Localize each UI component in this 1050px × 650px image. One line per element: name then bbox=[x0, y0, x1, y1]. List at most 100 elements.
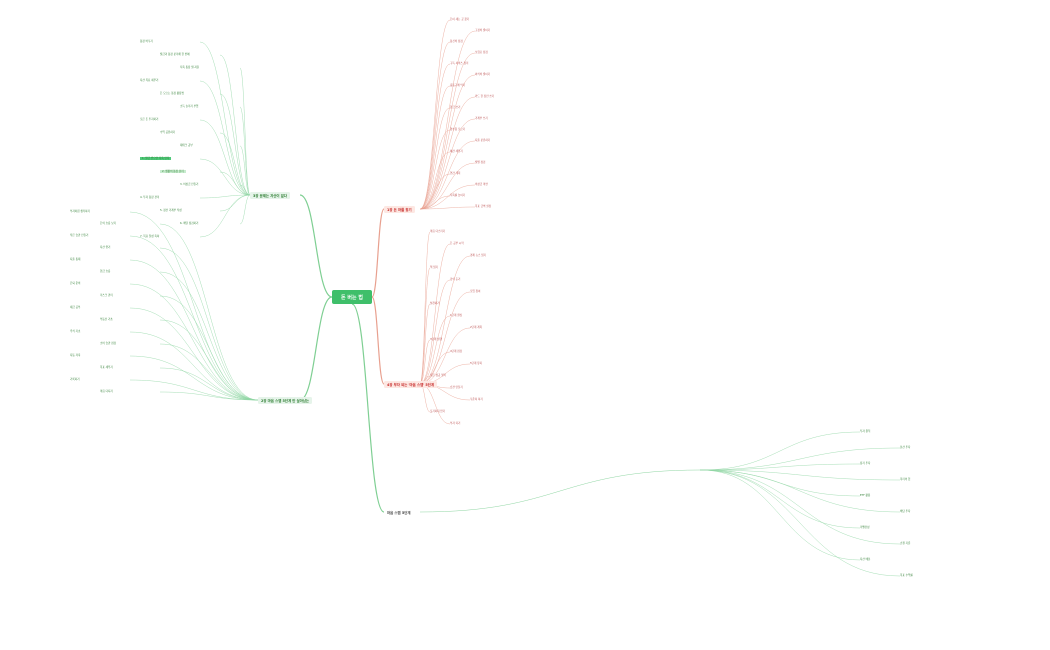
left-node[interactable]: 소득 늘리기 부업 bbox=[180, 105, 199, 108]
right-node[interactable]: 충동구매 막기 bbox=[450, 84, 466, 87]
right-node[interactable]: 영수증 모으기 bbox=[450, 128, 466, 131]
right-node[interactable]: 마음 다스리기 bbox=[430, 230, 446, 233]
edge bbox=[419, 19, 451, 210]
right-node[interactable]: 현금 쓰기 bbox=[450, 106, 461, 109]
left-node[interactable]: 자동 저축 bbox=[70, 354, 81, 357]
right-node[interactable]: 고정비 줄이기 bbox=[475, 29, 491, 32]
left-node[interactable]: 수익 공유하기 bbox=[160, 131, 176, 134]
left-node[interactable]: 4. 투자 통장 관리 bbox=[140, 196, 160, 199]
far-right-node[interactable]: ETF 활용 bbox=[860, 494, 871, 497]
far-right-node[interactable]: 배당 투자 bbox=[900, 510, 911, 513]
left-node[interactable]: 리스크 관리 bbox=[100, 294, 113, 297]
right-node[interactable]: 4단계 점검 bbox=[450, 350, 463, 353]
far-right-node[interactable]: 손절 기준 bbox=[900, 542, 911, 545]
far-right-node[interactable]: 복리의 힘 bbox=[900, 478, 911, 481]
right-node[interactable]: 구독 서비스 정리 bbox=[450, 62, 469, 65]
edge bbox=[371, 296, 385, 385]
left-node[interactable]: 지출 통제 bbox=[70, 258, 81, 261]
right-node[interactable]: 습관 만들기 bbox=[450, 386, 463, 389]
right-node[interactable]: 목표 금액 설정 bbox=[475, 205, 491, 208]
left-node[interactable]: 주식 기초 bbox=[70, 330, 81, 333]
left-node[interactable]: 저축 통장 월 지출 bbox=[180, 66, 200, 69]
right-node[interactable]: 포기하지 않기 bbox=[430, 410, 446, 413]
left-node[interactable]: 부자처럼 생각하기 bbox=[70, 210, 90, 213]
far-right-node[interactable]: 리밸런싱 bbox=[860, 526, 870, 529]
left-node[interactable]: 은퇴 준비 bbox=[70, 282, 81, 285]
edge bbox=[699, 431, 861, 471]
left-node[interactable]: 마음 다지기 bbox=[100, 390, 113, 393]
branch-1[interactable]: 1장 돈 마를 찾기 bbox=[384, 206, 415, 213]
branch-3[interactable]: 3장 문제는 자산이 없다 bbox=[250, 192, 290, 199]
right-node[interactable]: 경제 뉴스 읽기 bbox=[470, 254, 486, 257]
right-node[interactable]: 돈이 새는 곳 찾기 bbox=[450, 18, 470, 21]
right-node[interactable]: 2단계 계획 bbox=[470, 326, 483, 329]
left-node[interactable]: 자산 목표 세우기 bbox=[140, 79, 159, 82]
right-node[interactable]: 저축률 높이기 bbox=[450, 194, 466, 197]
right-node[interactable]: 보험료 점검 bbox=[475, 51, 488, 54]
edge bbox=[419, 107, 451, 210]
edge bbox=[699, 469, 901, 577]
right-node[interactable]: 1단계 결심 bbox=[450, 314, 463, 317]
left-node[interactable]: 6. 매달 점검하기 bbox=[180, 222, 199, 225]
branch-5[interactable]: 마음 스텝 5단계 bbox=[384, 509, 414, 516]
left-node[interactable]: 소비 습관 점검 bbox=[100, 342, 116, 345]
left-node[interactable]: 현금 흐름 bbox=[100, 270, 111, 273]
right-node[interactable]: 외식비 줄이기 bbox=[475, 73, 491, 76]
edge bbox=[129, 235, 259, 401]
right-node[interactable]: 예산 세우기 bbox=[450, 150, 463, 153]
left-node[interactable]: 세금 공부 bbox=[70, 306, 81, 309]
right-node[interactable]: 통신비 점검 bbox=[450, 40, 463, 43]
left-node[interactable]: 3. 비상금 만들기 bbox=[180, 183, 199, 186]
edge bbox=[371, 208, 385, 298]
edge bbox=[159, 319, 259, 401]
right-node[interactable]: 카드 한 장만 쓰기 bbox=[475, 95, 495, 98]
right-node[interactable]: 비상금 마련 bbox=[475, 183, 488, 186]
far-right-node[interactable]: 투자 원칙 bbox=[860, 430, 871, 433]
edge bbox=[239, 145, 251, 196]
right-node[interactable]: 돈 공부 시작 bbox=[450, 242, 464, 245]
edge bbox=[299, 296, 333, 401]
far-right-node[interactable]: 분산 투자 bbox=[900, 446, 911, 449]
left-node[interactable]: 돈 모으는 통장 활용법 bbox=[160, 92, 184, 95]
right-node[interactable]: 3단계 실행 bbox=[430, 338, 443, 341]
edge bbox=[419, 383, 451, 425]
left-node[interactable]: 돈의 흐름 보기 bbox=[100, 222, 116, 225]
edge bbox=[699, 463, 861, 471]
root-label: 돈 버는 법 bbox=[341, 294, 363, 301]
left-node[interactable]: 2. 생활비 통장 분리 bbox=[160, 170, 186, 173]
branch-4[interactable]: 4장 부자 되는 '마음 스텝' 5단계 bbox=[384, 381, 438, 388]
right-node[interactable]: 5단계 유지 bbox=[470, 362, 483, 365]
right-node[interactable]: 부자 되기 bbox=[450, 422, 461, 425]
edge bbox=[159, 391, 259, 401]
far-right-node[interactable]: 목표 수익률 bbox=[900, 574, 913, 577]
edge bbox=[419, 383, 431, 413]
edge bbox=[699, 469, 861, 529]
right-node[interactable]: 작은 성공 쌓기 bbox=[430, 374, 446, 377]
left-node[interactable]: 5. 정산 가계부 작성 bbox=[160, 209, 182, 212]
left-node[interactable]: 목표 세우기 bbox=[100, 366, 113, 369]
far-right-node[interactable]: 자산 배분 bbox=[860, 558, 871, 561]
left-node[interactable]: 월급과 통장 분리해 한 번에 bbox=[160, 53, 190, 56]
left-node[interactable]: 자산 쌓기 bbox=[100, 246, 111, 249]
left-node[interactable]: 재테크 공부 bbox=[180, 144, 193, 147]
right-node[interactable]: 꾸준히 하기 bbox=[470, 398, 483, 401]
left-node[interactable]: 모은 돈 투자하기 bbox=[140, 118, 159, 121]
branch-2[interactable]: 2장 마음 스텝 5단계 만 살아남는 bbox=[258, 397, 313, 404]
left-node[interactable]: 작은 습관 만들기 bbox=[70, 234, 89, 237]
right-node[interactable]: 연간 계획 bbox=[450, 172, 461, 175]
far-right-node[interactable]: 장기 투자 bbox=[860, 462, 871, 465]
right-node[interactable]: 책 읽기 bbox=[430, 266, 438, 269]
root-node[interactable]: 돈 버는 법 bbox=[332, 290, 372, 304]
right-node[interactable]: 월별 점검 bbox=[475, 161, 486, 164]
left-node[interactable]: 부동산 기초 bbox=[100, 318, 113, 321]
right-node[interactable]: 가계부 쓰기 bbox=[475, 117, 488, 120]
left-node[interactable]: 1. 월급 받으면 저축 먼저 bbox=[140, 157, 172, 160]
left-node[interactable]: 통장 바꾸기 bbox=[140, 40, 153, 43]
right-node[interactable]: 강의 듣기 bbox=[450, 278, 461, 281]
right-node[interactable]: 모임 참여 bbox=[470, 290, 481, 293]
left-node[interactable]: 기록하기 bbox=[70, 378, 80, 381]
right-node[interactable]: 지출 분류하기 bbox=[475, 139, 491, 142]
left-node[interactable]: 7. 목표 달성 축하 bbox=[140, 235, 160, 238]
right-node[interactable]: 실천하기 bbox=[430, 302, 440, 305]
